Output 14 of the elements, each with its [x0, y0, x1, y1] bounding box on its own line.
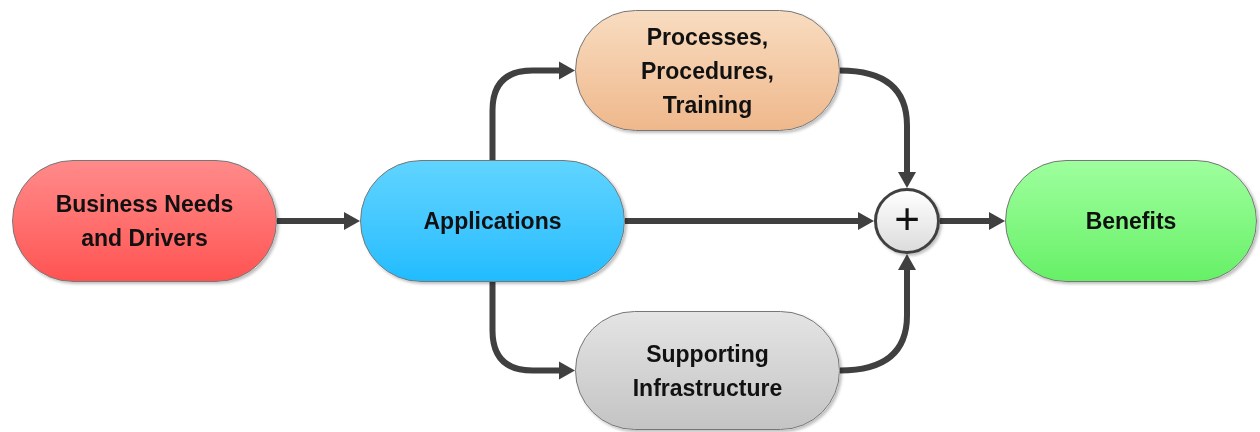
arrow: [839, 254, 916, 374]
process-pill: [575, 10, 840, 131]
arrow: [489, 282, 575, 380]
arrow: [625, 212, 874, 230]
arrow: [839, 67, 916, 188]
node-label: Business Needs and Drivers: [54, 190, 235, 253]
arrow: [489, 61, 575, 160]
arrow: [277, 212, 360, 230]
node-label: Supporting Infrastructure: [631, 339, 784, 403]
plus-sign: +: [894, 197, 920, 241]
node-label: Processes, Procedures, Training: [640, 22, 775, 120]
node-label: Benefits: [1084, 207, 1178, 236]
arrow: [940, 212, 1005, 230]
node-label: Applications: [422, 207, 563, 236]
